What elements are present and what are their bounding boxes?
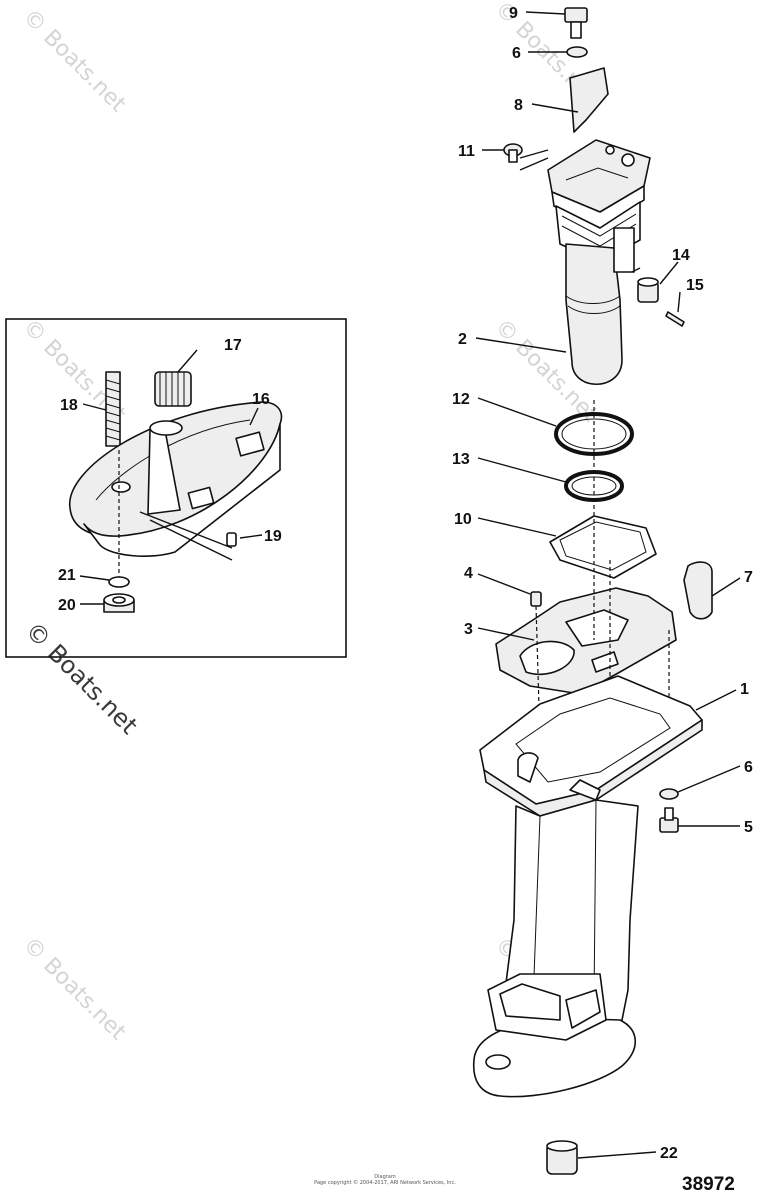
gasket-plate — [495, 587, 677, 695]
callout-8: 8 — [514, 97, 523, 114]
callout-11: 11 — [458, 143, 475, 160]
copyright-text: Page copyright © 2004-2017, ARI Network … — [314, 1179, 456, 1186]
dowel — [530, 591, 542, 607]
washer — [566, 46, 588, 58]
callout-19: 19 — [264, 528, 282, 545]
copyright-caption: Diagram — [374, 1174, 396, 1180]
watermark: © Boats.net — [18, 5, 131, 118]
callout-6: 6 — [744, 759, 753, 776]
callout-18: 18 — [60, 397, 78, 414]
deflector — [683, 561, 713, 620]
screw — [503, 143, 523, 163]
watermark: © Boats.net — [18, 933, 131, 1046]
callout-7: 7 — [744, 569, 753, 586]
callout-2: 2 — [458, 331, 467, 348]
bolt — [659, 807, 679, 833]
stud — [105, 371, 121, 447]
bracket — [569, 67, 609, 133]
callout-4: 4 — [464, 565, 473, 582]
callout-5: 5 — [744, 819, 753, 836]
nut — [103, 593, 135, 613]
callout-21: 21 — [58, 567, 76, 584]
callout-17: 17 — [224, 337, 242, 354]
callout-3: 3 — [464, 621, 473, 638]
callout-16: 16 — [252, 391, 270, 408]
o-ring — [554, 412, 634, 456]
driveshaft-tube — [565, 227, 635, 385]
callout-10: 10 — [454, 511, 472, 528]
callout-22: 22 — [660, 1145, 678, 1162]
grommet — [637, 277, 659, 303]
impeller — [154, 371, 192, 407]
callout-9: 9 — [509, 5, 518, 22]
pump-base — [69, 401, 283, 557]
washer — [659, 788, 679, 800]
dowel-pin — [226, 532, 237, 547]
washer — [108, 576, 130, 588]
gasket — [549, 515, 657, 579]
callout-13: 13 — [452, 451, 470, 468]
pin — [665, 311, 685, 327]
diagram-number: 38972 — [682, 1174, 735, 1195]
callout-1: 1 — [740, 681, 749, 698]
callout-15: 15 — [686, 277, 704, 294]
inset-box — [5, 318, 347, 658]
watermark-large: © Boats.net — [20, 616, 143, 739]
callout-14: 14 — [672, 247, 690, 264]
driveshaft-housing — [472, 675, 703, 1098]
callout-12: 12 — [452, 391, 470, 408]
drain-plug — [546, 1140, 578, 1175]
callout-6: 6 — [512, 45, 521, 62]
bolt — [564, 7, 588, 39]
callout-20: 20 — [58, 597, 76, 614]
